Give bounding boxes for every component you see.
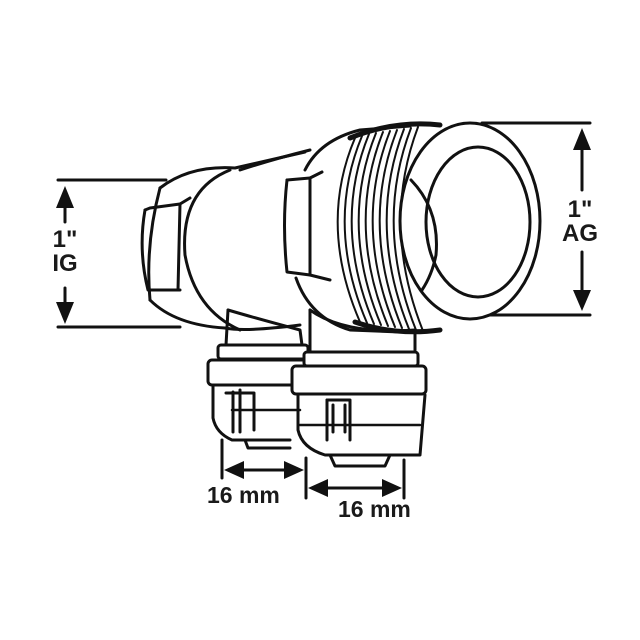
arrow-left-icon — [308, 479, 328, 497]
port-b-dimension — [308, 458, 406, 500]
tee-body — [223, 148, 312, 331]
port-b-label: 16 mm — [338, 496, 411, 522]
arrow-right-icon — [284, 461, 304, 479]
arrow-down-icon — [573, 290, 591, 311]
ig-size: 1" — [52, 226, 78, 253]
arrow-down-icon — [56, 302, 74, 324]
outlet-inner-ring — [424, 145, 532, 299]
arrow-left-icon — [224, 461, 244, 479]
port-a-label: 16 mm — [207, 482, 280, 508]
port-a-dimension — [220, 438, 308, 500]
arrow-right-icon — [382, 479, 402, 497]
ig-socket — [140, 150, 307, 332]
port-a — [206, 308, 315, 450]
arrow-up-icon — [56, 186, 74, 208]
arrow-up-icon — [573, 128, 591, 150]
ig-label: 1" IG — [40, 228, 90, 276]
ig-dimension — [56, 178, 182, 329]
ag-label: 1" AG — [555, 198, 605, 246]
thread-lines — [336, 126, 424, 332]
ig-type: IG — [52, 250, 78, 277]
port-b — [290, 308, 428, 468]
ag-size: 1" — [567, 196, 593, 223]
ag-dimension — [476, 121, 592, 317]
ag-type: AG — [562, 220, 598, 247]
ag-threaded-outlet — [283, 121, 542, 335]
